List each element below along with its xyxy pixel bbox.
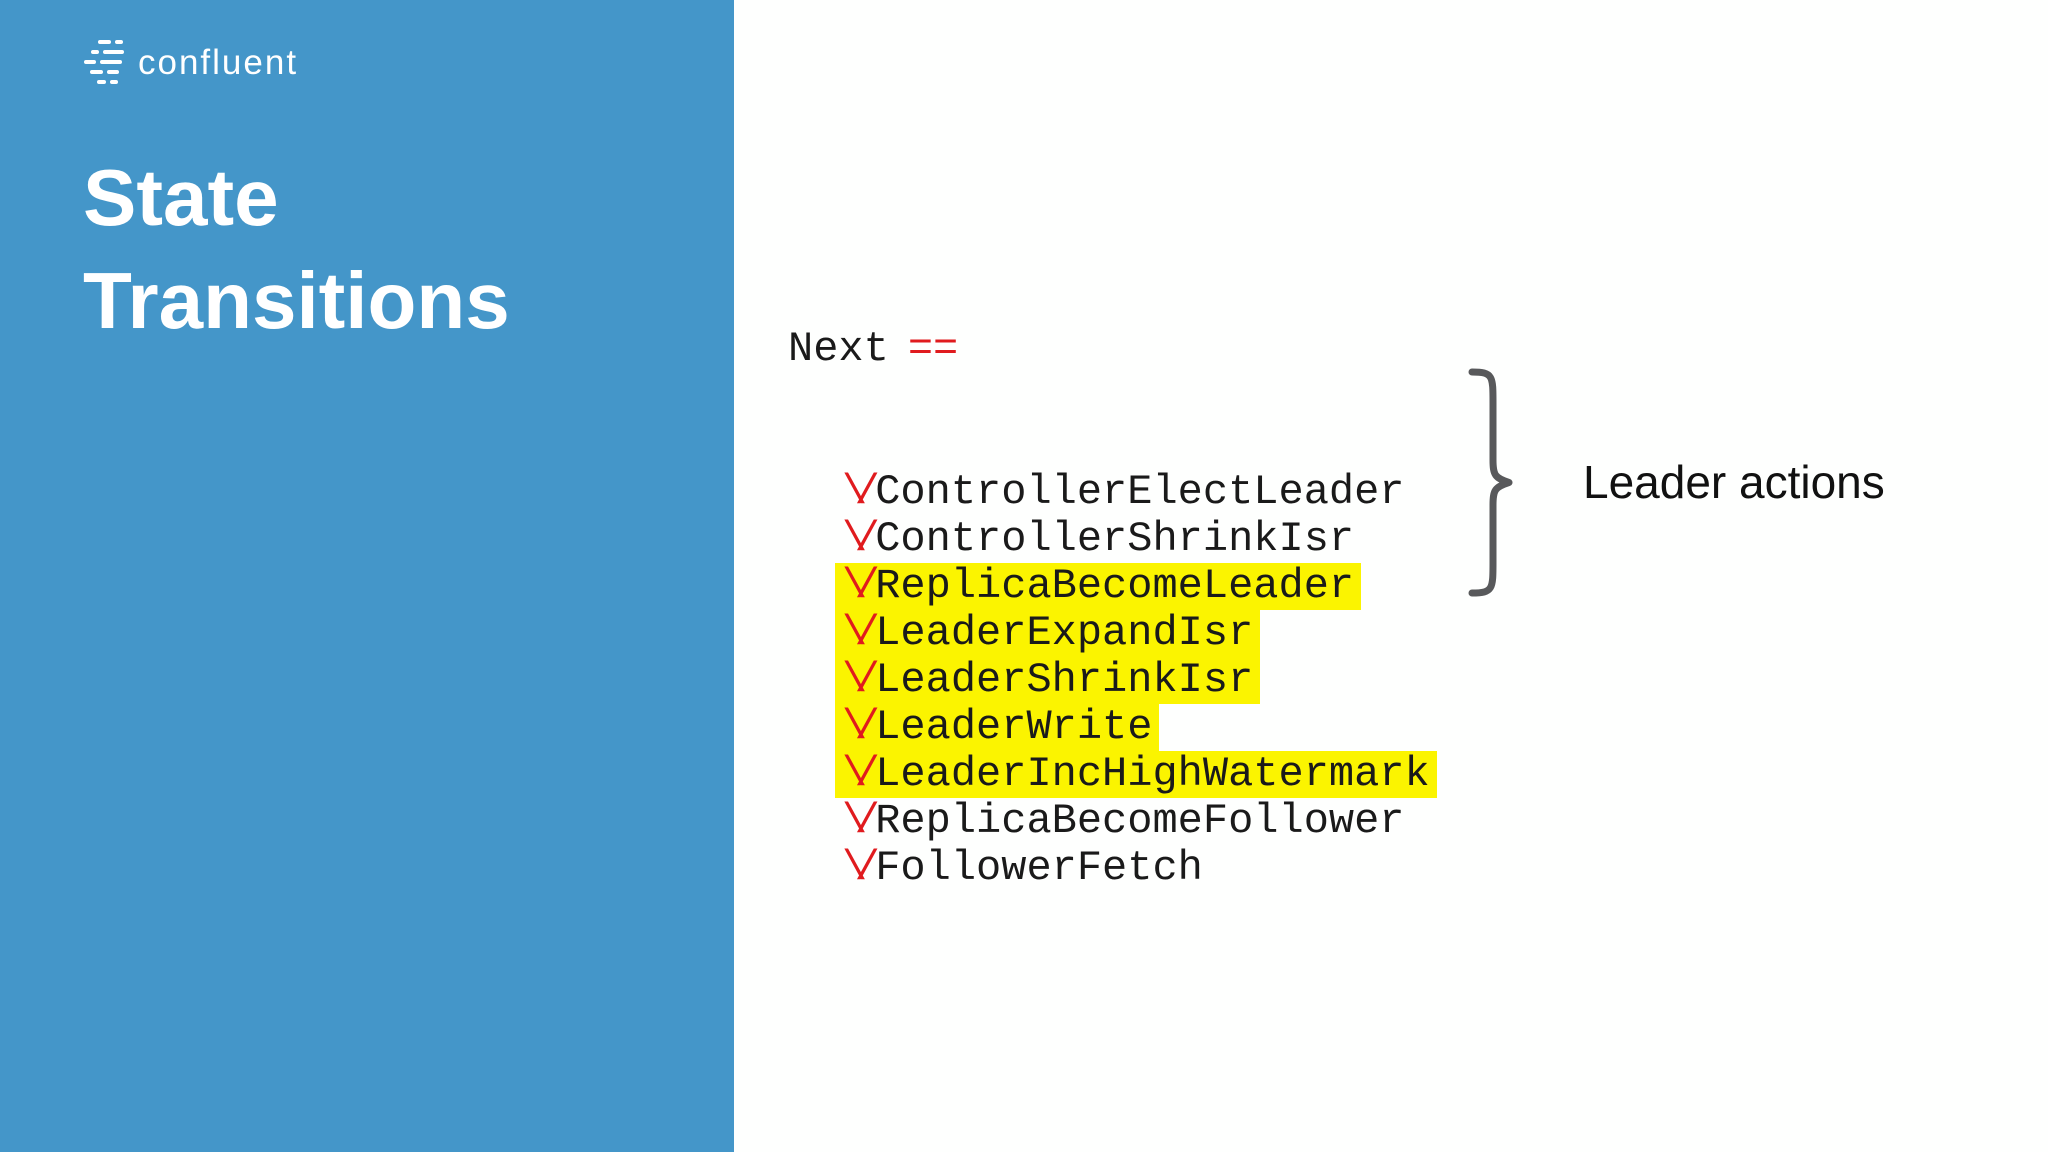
code-indent — [788, 563, 842, 610]
disjunction-icon: \/ — [842, 844, 880, 892]
disjunction-icon: \/ — [842, 797, 880, 845]
disjunction-icon: \/ — [842, 468, 880, 516]
code-line: \/LeaderWrite — [788, 704, 1437, 751]
code-block: Next == \/ControllerElectLeader\/Control… — [788, 230, 1437, 988]
code-line: \/ControllerShrinkIsr — [788, 516, 1437, 563]
event: \/ControllerShrinkIsr — [842, 516, 1354, 563]
highlighted-event: \/LeaderExpandIsr — [835, 609, 1261, 657]
disjunction-icon: \/ — [842, 750, 880, 798]
code-line: \/LeaderShrinkIsr — [788, 657, 1437, 704]
confluent-dashes-icon — [82, 40, 132, 86]
event-name: ReplicaBecomeFollower — [875, 797, 1405, 845]
confluent-logo: confluent — [82, 40, 298, 86]
code-indent — [788, 516, 842, 563]
event-name: ReplicaBecomeLeader — [875, 562, 1355, 610]
slide-title: State Transitions — [83, 146, 510, 352]
disjunction-icon: \/ — [842, 609, 880, 657]
code-indent — [788, 751, 842, 798]
code-indent — [788, 798, 842, 845]
event: \/ReplicaBecomeFollower — [842, 798, 1405, 845]
code-indent — [788, 610, 842, 657]
slide-title-line1: State — [83, 153, 279, 242]
code-line: \/LeaderExpandIsr — [788, 610, 1437, 657]
highlighted-event: \/LeaderShrinkIsr — [835, 656, 1261, 704]
highlighted-event: \/ReplicaBecomeLeader — [835, 562, 1362, 610]
disjunction-icon: \/ — [842, 562, 880, 610]
event-name: FollowerFetch — [875, 844, 1203, 892]
event-name: LeaderShrinkIsr — [875, 656, 1254, 704]
code-lines: \/ControllerElectLeader\/ControllerShrin… — [788, 469, 1437, 892]
code-header-line: Next == — [788, 326, 1437, 373]
event: \/FollowerFetch — [842, 845, 1203, 892]
code-indent — [788, 704, 842, 751]
event-name: LeaderIncHighWatermark — [875, 750, 1430, 798]
highlighted-event: \/LeaderIncHighWatermark — [835, 751, 1437, 798]
event-name: ControllerShrinkIsr — [875, 515, 1355, 563]
event-name: LeaderExpandIsr — [875, 609, 1254, 657]
code-line: \/ReplicaBecomeLeader — [788, 563, 1437, 610]
highlighted-event: \/LeaderWrite — [835, 703, 1160, 751]
event: \/ControllerElectLeader — [842, 469, 1405, 516]
event-name: LeaderWrite — [875, 703, 1153, 751]
slide-title-line2: Transitions — [83, 256, 510, 345]
disjunction-icon: \/ — [842, 656, 880, 704]
curly-brace — [1468, 368, 1513, 597]
code-line: \/ReplicaBecomeFollower — [788, 798, 1437, 845]
equals-operator: == — [907, 325, 959, 373]
code-indent — [788, 469, 842, 516]
sidebar: confluent State Transitions — [0, 0, 734, 1152]
code-line: \/FollowerFetch — [788, 845, 1437, 892]
disjunction-icon: \/ — [842, 515, 880, 563]
code-line: \/LeaderIncHighWatermark — [788, 751, 1437, 798]
confluent-logo-text: confluent — [138, 43, 299, 82]
code-indent — [788, 657, 842, 704]
code-line: \/ControllerElectLeader — [788, 469, 1437, 516]
code-indent — [788, 845, 842, 892]
disjunction-icon: \/ — [842, 703, 880, 751]
event-name: ControllerElectLeader — [875, 468, 1405, 516]
code-keyword: Next — [788, 325, 889, 373]
leader-actions-label: Leader actions — [1583, 456, 1885, 508]
